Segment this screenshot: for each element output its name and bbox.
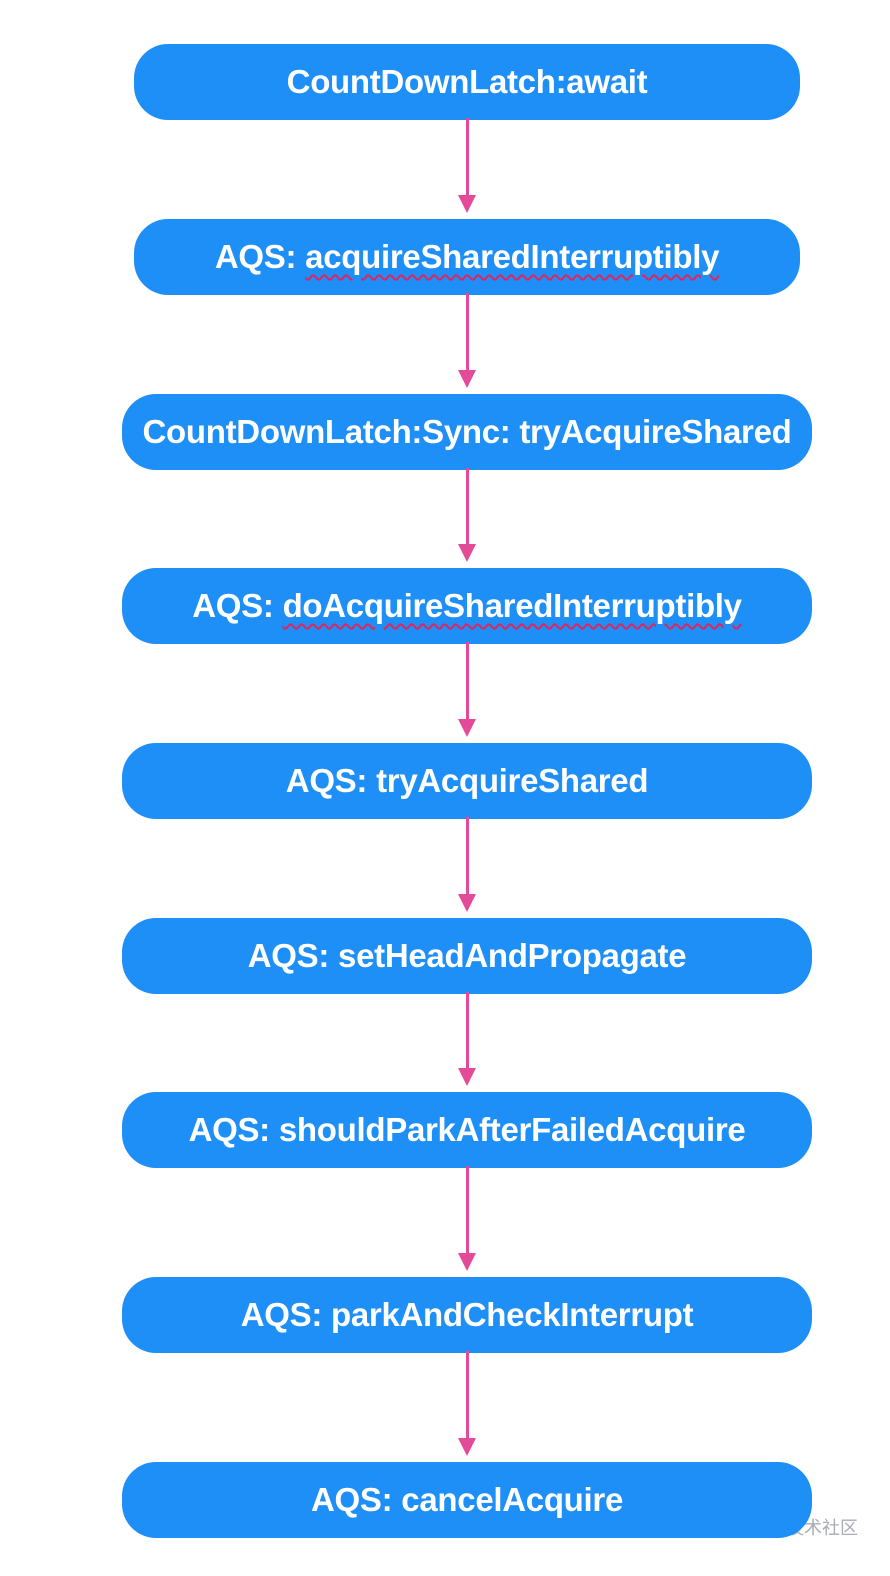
node-label: tryAcquireShared <box>376 762 649 799</box>
node-prefix: AQS: <box>285 762 368 799</box>
node-label: parkAndCheckInterrupt <box>331 1296 694 1333</box>
arrowhead-icon <box>458 195 476 213</box>
node-prefix: AQS: <box>214 238 297 275</box>
arrowhead-icon <box>458 1068 476 1086</box>
arrow-connector <box>465 293 469 372</box>
node-prefix: AQS: <box>192 587 274 624</box>
node-label: shouldParkAfterFailedAcquire <box>278 1111 746 1148</box>
arrowhead-icon <box>458 894 476 912</box>
flow-node: AQS:doAcquireSharedInterruptibly <box>122 568 812 644</box>
node-label: CountDownLatch:await <box>286 63 648 100</box>
flow-node: AQS:cancelAcquire <box>122 1462 812 1538</box>
node-label: CountDownLatch:Sync: tryAcquireShared <box>142 413 792 450</box>
flow-node: CountDownLatch:await <box>134 44 800 120</box>
arrowhead-icon <box>458 544 476 562</box>
node-prefix: AQS: <box>188 1111 271 1148</box>
flow-node: AQS:parkAndCheckInterrupt <box>122 1277 812 1353</box>
arrow-connector <box>465 1166 469 1255</box>
node-prefix: AQS: <box>240 1296 323 1333</box>
arrow-connector <box>465 817 469 896</box>
flow-node: AQS:acquireSharedInterruptibly <box>134 219 800 295</box>
arrow-connector <box>465 468 469 546</box>
arrow-connector <box>465 1351 469 1440</box>
node-label: doAcquireSharedInterruptibly <box>282 587 742 624</box>
node-label: cancelAcquire <box>401 1481 623 1518</box>
arrow-connector <box>465 992 469 1070</box>
arrowhead-icon <box>458 719 476 737</box>
node-prefix: AQS: <box>310 1481 393 1518</box>
node-label: setHeadAndPropagate <box>338 937 687 974</box>
node-label: acquireSharedInterruptibly <box>305 238 720 275</box>
flow-node: AQS:tryAcquireShared <box>122 743 812 819</box>
flow-node: AQS:setHeadAndPropagate <box>122 918 812 994</box>
arrowhead-icon <box>458 1253 476 1271</box>
arrowhead-icon <box>458 1438 476 1456</box>
flow-node: AQS:shouldParkAfterFailedAcquire <box>122 1092 812 1168</box>
arrow-connector <box>465 118 469 197</box>
arrow-connector <box>465 642 469 721</box>
node-prefix: AQS: <box>247 937 330 974</box>
arrowhead-icon <box>458 370 476 388</box>
flow-node: CountDownLatch:Sync: tryAcquireShared <box>122 394 812 470</box>
